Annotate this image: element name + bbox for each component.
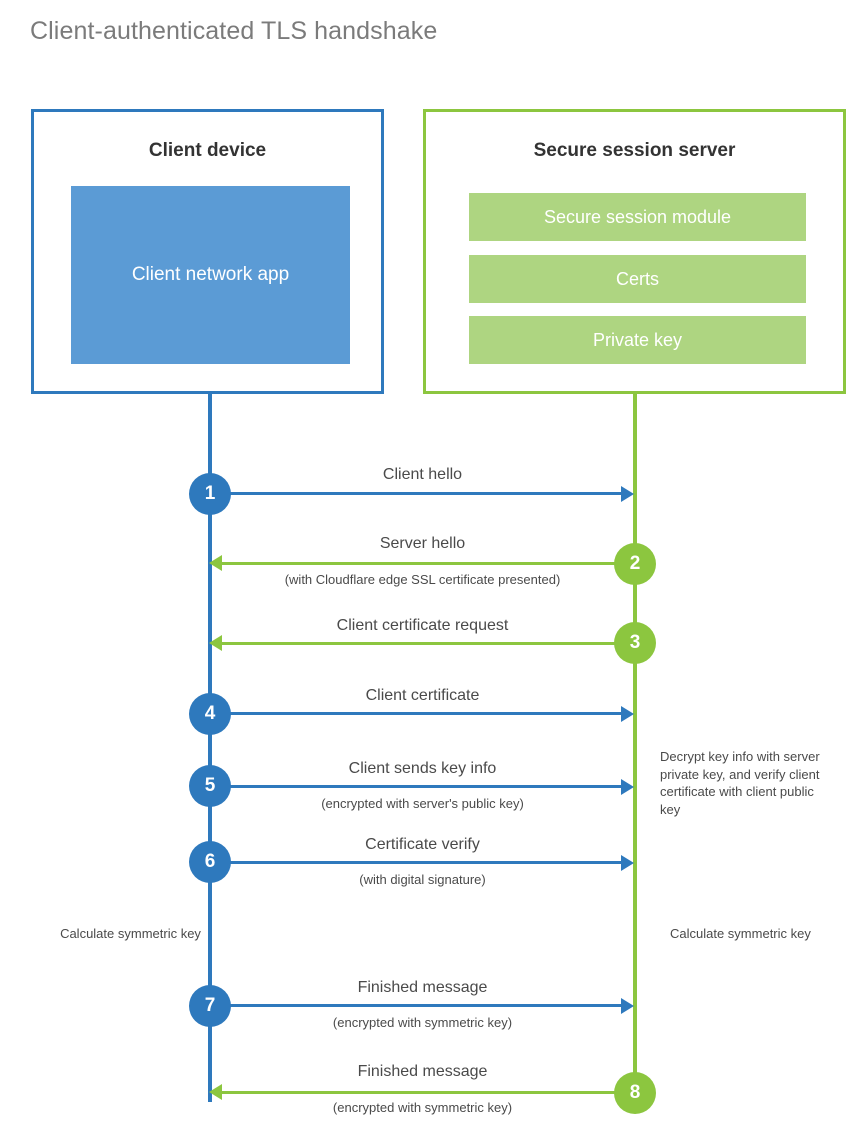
- private-key-label: Private key: [592, 329, 683, 350]
- step-7-arrow-head-icon: [621, 998, 634, 1014]
- step-5-circle[interactable]: 5: [189, 765, 231, 807]
- actor-box-client-device: Client device Client network app: [31, 109, 384, 394]
- component-certs: Certs: [469, 255, 806, 303]
- step-2-sublabel: (with Cloudflare edge SSL certificate pr…: [284, 572, 561, 587]
- step-5-sublabel: (encrypted with server's public key): [321, 796, 524, 811]
- step-3-arrow-head-icon: [209, 635, 222, 651]
- step-2-number: 2: [629, 553, 641, 574]
- step-6-label: Certificate verify: [365, 836, 480, 853]
- step-5-label: Client sends key info: [348, 760, 497, 777]
- step-8-circle[interactable]: 8: [614, 1072, 656, 1114]
- step-6-sublabel: (with digital signature): [359, 872, 486, 887]
- step-7-sublabel: (encrypted with symmetric key): [332, 1015, 513, 1030]
- step-8-sublabel: (encrypted with symmetric key): [332, 1100, 513, 1115]
- step-2-arrow-head-icon: [209, 555, 222, 571]
- step-6-number: 6: [204, 851, 216, 872]
- step-4-arrow-head-icon: [621, 706, 634, 722]
- step-8-arrow-line: [222, 1091, 634, 1094]
- step-1-number: 1: [204, 483, 216, 504]
- step-3-arrow-line: [222, 642, 634, 645]
- step-5-arrow-line: [230, 785, 622, 788]
- step-1-circle[interactable]: 1: [189, 473, 231, 515]
- step-8-number: 8: [629, 1082, 641, 1103]
- step-6-arrow-head-icon: [621, 855, 634, 871]
- step-6-circle[interactable]: 6: [189, 841, 231, 883]
- step-8-label: Finished message: [357, 1063, 488, 1080]
- step-7-arrow-line: [230, 1004, 622, 1007]
- note-server-decrypt: Decrypt key info with server private key…: [660, 749, 820, 817]
- note-server-calculate-symmetric-key: Calculate symmetric key: [670, 926, 811, 941]
- page-title: Client-authenticated TLS handshake: [30, 17, 438, 45]
- step-2-arrow-line: [222, 562, 634, 565]
- step-6-arrow-line: [230, 861, 622, 864]
- step-4-number: 4: [204, 703, 216, 724]
- secure-session-server-title: Secure session server: [533, 140, 736, 161]
- secure-session-module-label: Secure session module: [543, 206, 732, 227]
- step-4-circle[interactable]: 4: [189, 693, 231, 735]
- step-7-label: Finished message: [357, 979, 488, 996]
- step-1-label: Client hello: [382, 466, 463, 483]
- step-5-arrow-head-icon: [621, 779, 634, 795]
- component-secure-session-module: Secure session module: [469, 193, 806, 241]
- step-3-circle[interactable]: 3: [614, 622, 656, 664]
- step-2-circle[interactable]: 2: [614, 543, 656, 585]
- lifeline-server: [633, 393, 637, 1095]
- step-4-arrow-line: [230, 712, 622, 715]
- client-network-app-label: Client network app: [131, 264, 290, 286]
- step-5-number: 5: [204, 775, 216, 796]
- note-client-calculate-symmetric-key: Calculate symmetric key: [60, 926, 201, 941]
- step-8-arrow-head-icon: [209, 1084, 222, 1100]
- step-3-number: 3: [629, 632, 641, 653]
- step-7-circle[interactable]: 7: [189, 985, 231, 1027]
- step-1-arrow-head-icon: [621, 486, 634, 502]
- certs-label: Certs: [615, 268, 659, 289]
- component-client-network-app: Client network app: [71, 186, 350, 364]
- step-3-label: Client certificate request: [336, 617, 509, 634]
- component-private-key: Private key: [469, 316, 806, 364]
- lifeline-client: [208, 393, 212, 1102]
- actor-box-secure-session-server: Secure session server Secure session mod…: [423, 109, 846, 394]
- step-2-label: Server hello: [379, 535, 466, 552]
- step-1-arrow-line: [230, 492, 622, 495]
- step-7-number: 7: [204, 995, 216, 1016]
- client-device-title: Client device: [148, 140, 267, 161]
- step-4-label: Client certificate: [365, 687, 480, 704]
